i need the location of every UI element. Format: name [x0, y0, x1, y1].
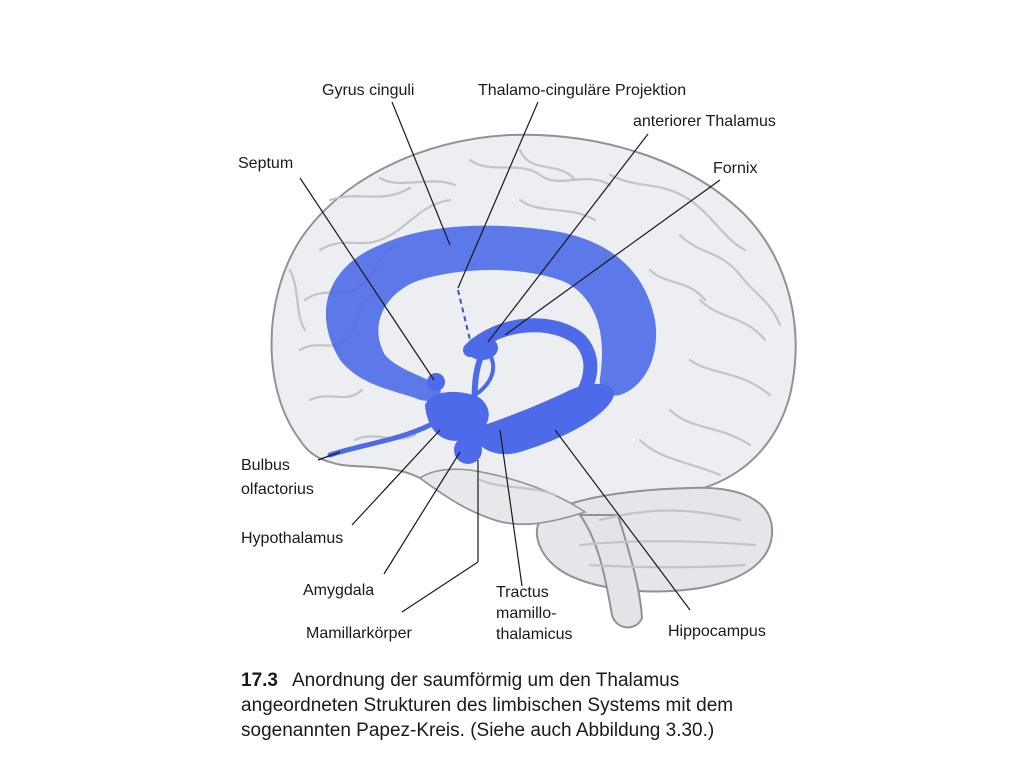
labels: Gyrus cinguli Thalamo-cinguläre Projekti… [238, 82, 776, 643]
tractus-loop [473, 353, 496, 397]
caption-text: Anordnung der saumförmig um den Thalamus… [241, 670, 734, 741]
label-amygdala: Amygdala [303, 582, 374, 599]
leader-lines [299, 101, 721, 613]
label-gyrus-cinguli: Gyrus cinguli [322, 82, 414, 99]
label-tractus-line1: Tractus [496, 584, 549, 601]
septum-region [427, 373, 445, 391]
limbic-system [325, 225, 657, 464]
label-fornix: Fornix [713, 160, 757, 177]
hippocampus-region [470, 383, 614, 455]
label-thalamo-projection: Thalamo-cinguläre Projektion [478, 82, 686, 99]
label-anterior-thalamus: anteriorer Thalamus [633, 113, 776, 130]
label-tractus-line3: thalamicus [496, 626, 572, 643]
caption-number: 17.3 [241, 670, 278, 691]
temporal-lobe [418, 468, 587, 525]
label-septum: Septum [238, 155, 293, 172]
gyrus-cinguli-region [325, 225, 657, 401]
label-hippocampus: Hippocampus [668, 623, 766, 640]
label-bulbus-line2: olfactorius [241, 481, 314, 498]
label-mamillarkoerper: Mamillarkörper [306, 625, 412, 642]
label-bulbus-line1: Bulbus [241, 457, 290, 474]
label-hypothalamus: Hypothalamus [241, 530, 343, 547]
label-tractus-line2: mamillo- [496, 605, 556, 622]
mamillarkoerper-region [454, 436, 482, 464]
brain-illustration [270, 133, 797, 629]
